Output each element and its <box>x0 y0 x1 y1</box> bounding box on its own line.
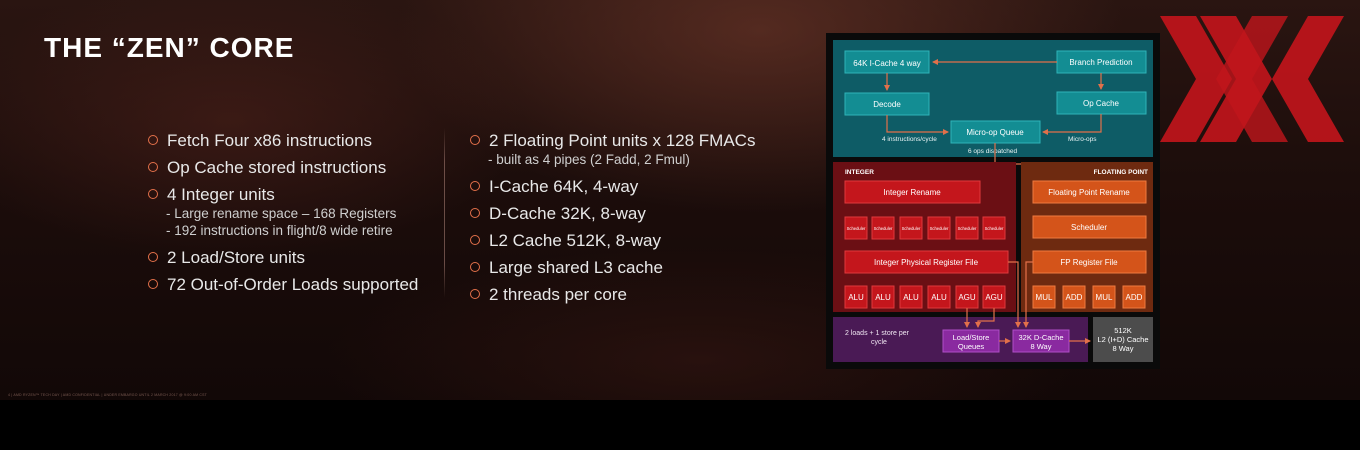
bullet-ring-icon <box>470 135 480 145</box>
sub-bullet: - 192 instructions in flight/8 wide reti… <box>166 223 393 238</box>
fp-register-file-label: FP Register File <box>1060 258 1118 267</box>
bullet-ring-icon <box>148 189 158 199</box>
ops-dispatched-label: 6 ops dispatched <box>968 148 1018 155</box>
sub-bullet: - built as 4 pipes (2 Fadd, 2 Fmul) <box>488 152 690 167</box>
bullet-ring-icon <box>470 181 480 191</box>
l2-cache-region <box>1093 317 1153 362</box>
bullet-item: 4 Integer units <box>148 183 418 210</box>
scheduler-label: Scheduler <box>958 226 977 231</box>
loads-stores-label: 2 loads + 1 store per <box>845 330 910 337</box>
mul-label: MUL <box>1036 293 1053 302</box>
fp-section-label: FLOATING POINT <box>1094 169 1148 176</box>
branch-prediction-label: Branch Prediction <box>1069 58 1132 67</box>
bullet-item: 72 Out-of-Order Loads supported <box>148 273 418 300</box>
add-label: ADD <box>1126 293 1143 302</box>
bullet-item: Large shared L3 cache <box>470 256 755 283</box>
instr-per-cycle-label: 4 instructions/cycle <box>882 136 937 143</box>
load-store-queues-label: Load/Store <box>953 333 990 342</box>
dcache-label: 8 Way <box>1031 342 1052 351</box>
dcache-label: 32K D-Cache <box>1018 333 1063 342</box>
integer-prf-label: Integer Physical Register File <box>874 258 979 267</box>
bullet-ring-icon <box>470 208 480 218</box>
bullet-ring-icon <box>148 252 158 262</box>
integer-rename-block <box>844 180 981 204</box>
bullet-item: D-Cache 32K, 8-way <box>470 202 755 229</box>
bullet-item: L2 Cache 512K, 8-way <box>470 229 755 256</box>
slide-footer: 4 | AMD RYZEN™ TECH DAY | AMD CONFIDENTI… <box>8 393 208 397</box>
slide-title: THE “ZEN” CORE <box>44 32 295 63</box>
agu-label: AGU <box>985 293 1003 302</box>
mul-label: MUL <box>1096 293 1113 302</box>
fp-rename-label: Floating Point Rename <box>1048 188 1130 197</box>
scheduler-label: Scheduler <box>847 226 866 231</box>
loads-stores-label: cycle <box>871 339 887 346</box>
slide: THE “ZEN” CORE Fetch Four x86 instructio… <box>0 0 1360 400</box>
left-bullet-list: Fetch Four x86 instructions Op Cache sto… <box>148 129 418 300</box>
l2-cache-label: 512K <box>1114 326 1132 335</box>
fp-scheduler-label: Scheduler <box>1071 223 1107 232</box>
right-bullet-list: 2 Floating Point units x 128 FMACs - bui… <box>470 129 755 310</box>
add-label: ADD <box>1066 293 1083 302</box>
decode-label: Decode <box>873 100 901 109</box>
bullet-item: 2 Floating Point units x 128 FMACs <box>470 129 755 156</box>
l2-cache-label: L2 (I+D) Cache <box>1097 335 1148 344</box>
bullet-item: Op Cache stored instructions <box>148 156 418 183</box>
zen-core-block-diagram: 64K I-Cache 4 way Branch Prediction Deco… <box>826 33 1160 369</box>
bullet-ring-icon <box>470 235 480 245</box>
micro-op-queue-label: Micro-op Queue <box>966 128 1024 137</box>
scheduler-label: Scheduler <box>902 226 921 231</box>
sub-bullet: - Large rename space – 168 Registers <box>166 206 397 221</box>
integer-section-label: INTEGER <box>845 169 874 176</box>
op-cache-label: Op Cache <box>1083 99 1120 108</box>
bullet-ring-icon <box>470 262 480 272</box>
alu-label: ALU <box>931 293 947 302</box>
l2-cache-label: 8 Way <box>1113 344 1134 353</box>
icache-label: 64K I-Cache 4 way <box>853 59 921 68</box>
bullet-item: Fetch Four x86 instructions <box>148 129 418 156</box>
integer-execution-units <box>844 285 1006 309</box>
bullet-item: 2 threads per core <box>470 283 755 310</box>
micro-ops-label: Micro-ops <box>1068 136 1097 143</box>
integer-schedulers <box>844 216 1006 240</box>
alu-label: ALU <box>903 293 919 302</box>
bullet-ring-icon <box>470 289 480 299</box>
bullet-ring-icon <box>148 279 158 289</box>
load-store-queues-label: Queues <box>958 342 985 351</box>
alu-label: ALU <box>848 293 864 302</box>
bullet-item: 2 Load/Store units <box>148 246 418 273</box>
scheduler-label: Scheduler <box>874 226 893 231</box>
agu-label: AGU <box>958 293 976 302</box>
alu-label: ALU <box>875 293 891 302</box>
bullet-item: I-Cache 64K, 4-way <box>470 175 755 202</box>
scheduler-label: Scheduler <box>930 226 949 231</box>
bullet-ring-icon <box>148 162 158 172</box>
logo-chevrons-icon <box>1160 16 1344 142</box>
integer-rename-label: Integer Rename <box>883 188 941 197</box>
fp-rename-block <box>1032 180 1147 204</box>
fp-scheduler-block <box>1032 215 1147 239</box>
scheduler-label: Scheduler <box>985 226 1004 231</box>
column-divider <box>444 128 445 298</box>
bullet-ring-icon <box>148 135 158 145</box>
fp-execution-units <box>1032 285 1146 309</box>
